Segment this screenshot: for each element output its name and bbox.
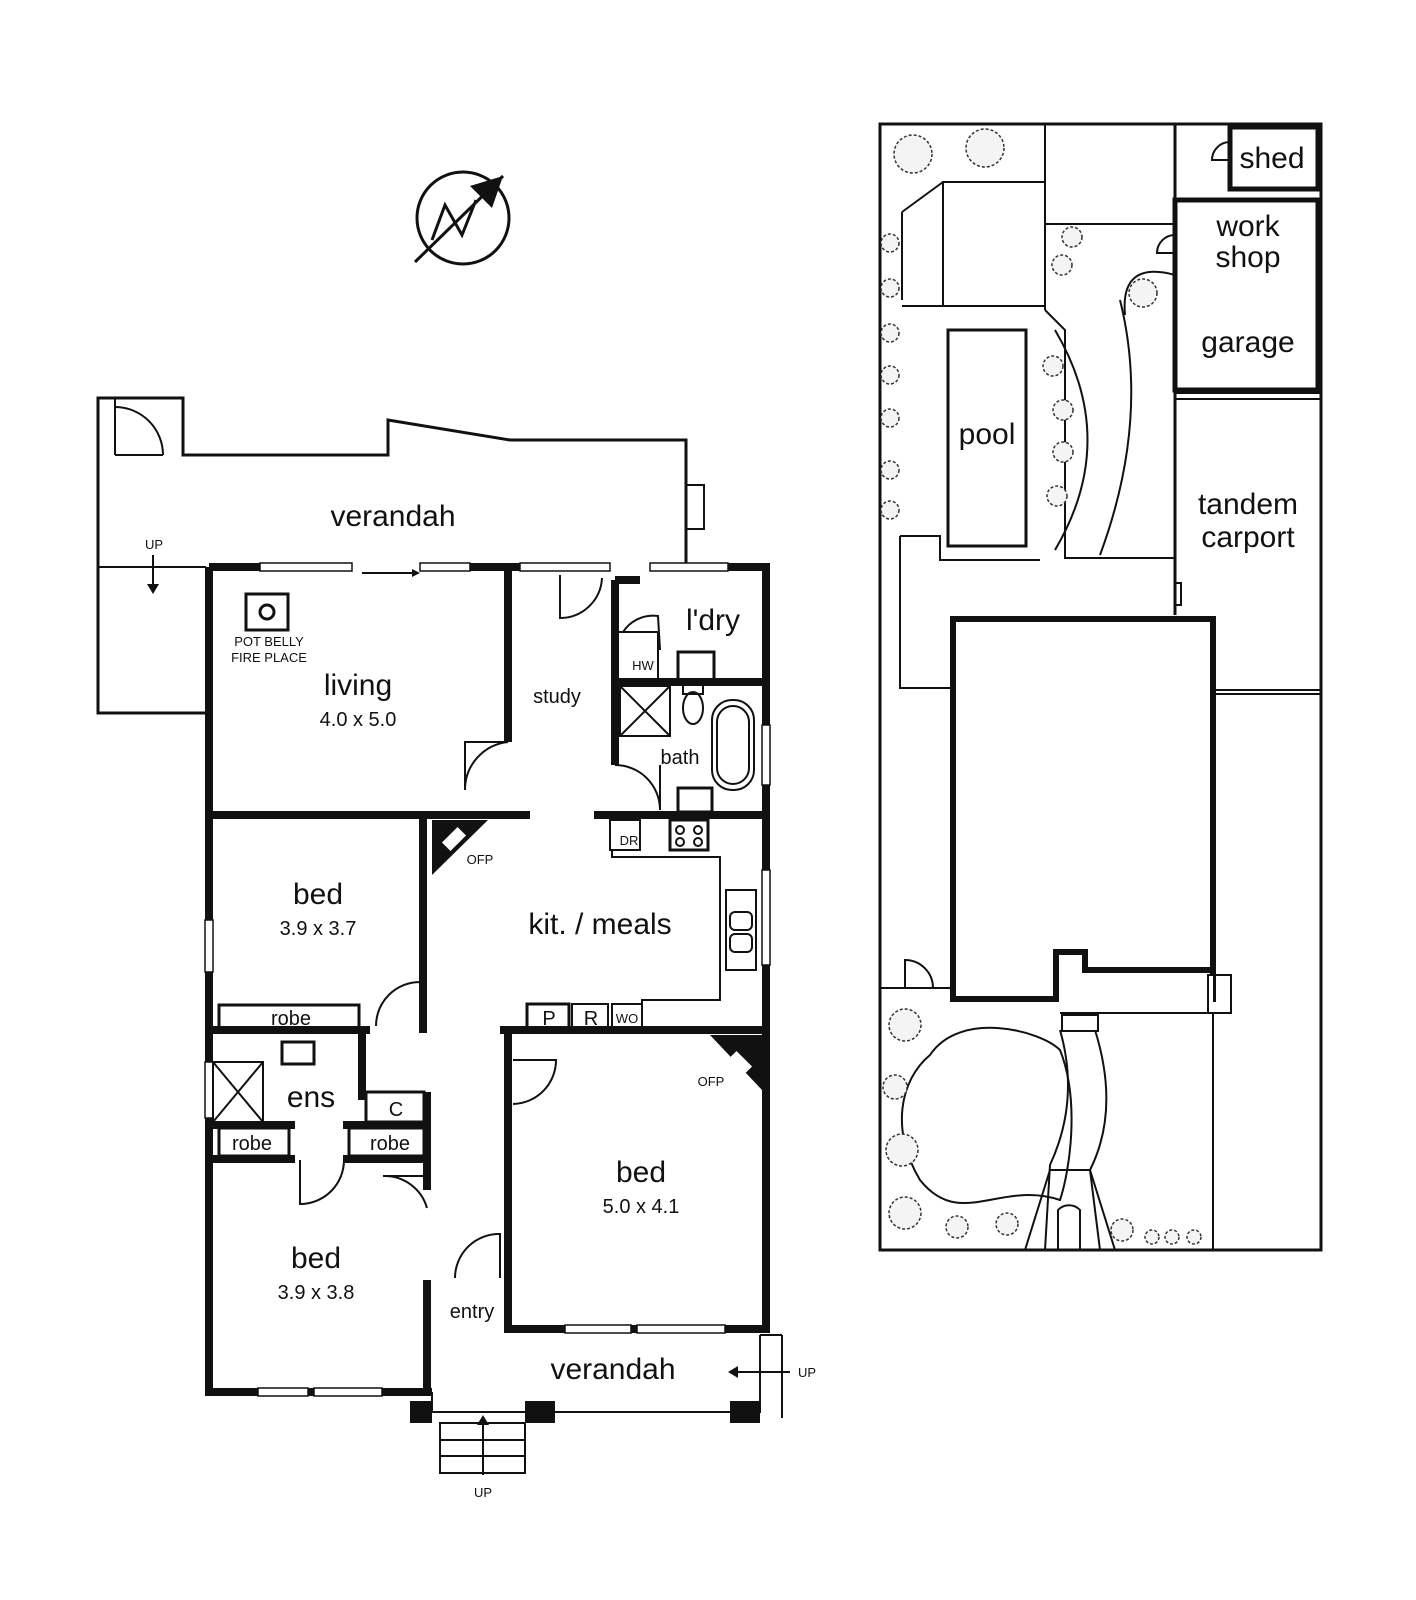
- dr-label: DR: [620, 833, 639, 848]
- main-bed-dimensions: 5.0 x 4.1: [603, 1196, 680, 1218]
- cupboard-label: C: [389, 1099, 403, 1121]
- sink-icon: [725, 889, 757, 971]
- garage-label: garage: [1201, 326, 1294, 359]
- bed-1-dimensions: 3.9 x 3.7: [280, 918, 357, 940]
- laundry-label: l'dry: [686, 604, 740, 637]
- bed-2-dimensions: 3.9 x 3.8: [278, 1282, 355, 1304]
- study-label: study: [533, 686, 581, 708]
- bed-1-label: bed: [293, 878, 343, 911]
- up-label-bottom: UP: [474, 1485, 492, 1500]
- kitchen-meals-label: kit. / meals: [528, 908, 671, 941]
- site-plan: [878, 122, 1323, 1252]
- doors: [299, 575, 661, 1279]
- shed-label: shed: [1239, 142, 1304, 175]
- hot-water-label: HW: [632, 658, 654, 673]
- north-arrow-icon: [413, 170, 511, 266]
- living-label: living: [324, 669, 392, 702]
- robe-label-3: robe: [370, 1133, 410, 1155]
- front-verandah-label: verandah: [550, 1353, 675, 1386]
- rear-verandah: [96, 396, 705, 715]
- robe-label-2: robe: [232, 1133, 272, 1155]
- bath-label: bath: [661, 747, 700, 769]
- room-labels: verandah UP POT BELLY FIRE PLACE living …: [145, 142, 1305, 1500]
- up-label-right: UP: [798, 1365, 816, 1380]
- front-verandah: [410, 1334, 790, 1475]
- pantry-label: P: [542, 1008, 555, 1030]
- shower-icon: [619, 685, 671, 737]
- workshop-label-2: shop: [1215, 241, 1280, 274]
- wall-oven-label: WO: [616, 1011, 638, 1026]
- up-label-left: UP: [145, 537, 163, 552]
- pot-belly-label: POT BELLY: [234, 634, 304, 649]
- pool-label: pool: [959, 418, 1016, 451]
- tandem-label: tandem: [1198, 488, 1298, 521]
- living-dimensions: 4.0 x 5.0: [320, 709, 397, 731]
- main-bed-label: bed: [616, 1156, 666, 1189]
- fixtures: [212, 592, 762, 1158]
- rear-verandah-label: verandah: [330, 500, 455, 533]
- bathtub-icon: [711, 699, 755, 791]
- carport-label: carport: [1201, 521, 1295, 554]
- stove-icon: [668, 818, 710, 852]
- ofp-label-2: OFP: [698, 1074, 725, 1089]
- toilet-icon: [682, 683, 704, 725]
- entry-label: entry: [450, 1301, 494, 1323]
- refrigerator-label: R: [584, 1008, 598, 1030]
- workshop-label-1: work: [1215, 210, 1280, 243]
- ofp-label-1: OFP: [467, 852, 494, 867]
- fire-place-label: FIRE PLACE: [231, 650, 307, 665]
- windows: [204, 562, 771, 1397]
- bed-2-label: bed: [291, 1242, 341, 1275]
- ensuite-label: ens: [287, 1081, 335, 1114]
- robe-label-1: robe: [271, 1008, 311, 1030]
